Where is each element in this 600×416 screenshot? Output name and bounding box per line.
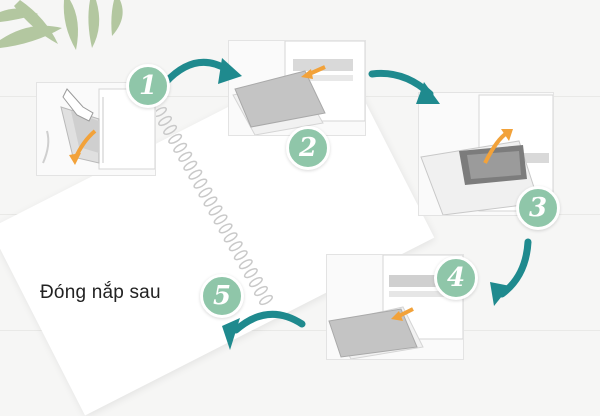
spiral-ring [259, 294, 273, 306]
plant-decoration [0, 0, 123, 50]
spiral-ring [168, 133, 183, 144]
spiral-ring [243, 268, 258, 279]
spiral-ring [233, 250, 248, 261]
spiral-ring [253, 285, 268, 297]
flow-arrow-1-2 [162, 58, 232, 86]
spiral-ring [213, 214, 228, 225]
step-number: 4 [446, 263, 466, 293]
spiral-ring [193, 178, 208, 189]
spiral-ring [218, 223, 233, 234]
step-5-caption: Đóng nắp sau [40, 282, 161, 303]
step-4-image [326, 254, 464, 360]
flow-arrow-4-5 [232, 310, 306, 334]
spiral-ring [228, 241, 243, 252]
spiral-ring [248, 276, 263, 288]
table-plank-line [0, 330, 600, 331]
flow-arrows [162, 58, 532, 350]
spiral-ring [188, 169, 203, 180]
instruction-graphic: 1 2 3 4 5 Đóng nắp sau [0, 0, 600, 360]
printer-illustration [232, 41, 365, 135]
step-badge-1: 1 [126, 64, 170, 108]
paper-sheet [328, 308, 418, 358]
step-number: 5 [212, 281, 232, 311]
step-badge-4: 4 [434, 256, 478, 300]
spiral-ring [178, 151, 193, 162]
step-badge-3: 3 [516, 186, 560, 230]
spiral-ring [158, 115, 173, 127]
spiral-ring [183, 160, 198, 171]
step-number: 2 [298, 133, 318, 163]
step-badge-2: 2 [286, 126, 330, 170]
spiral-ring [203, 196, 218, 207]
spiral-ring [163, 124, 178, 136]
step-number: 1 [138, 71, 158, 101]
spiral-ring [208, 205, 223, 216]
step-badge-5: 5 [200, 274, 244, 318]
spiral-ring [173, 142, 188, 153]
spiral-ring [223, 232, 238, 243]
notebook-spiral [153, 106, 273, 306]
spiral-ring [238, 259, 253, 270]
step-number: 3 [528, 193, 548, 223]
paper-sheet [234, 70, 326, 128]
spiral-ring [198, 187, 213, 198]
